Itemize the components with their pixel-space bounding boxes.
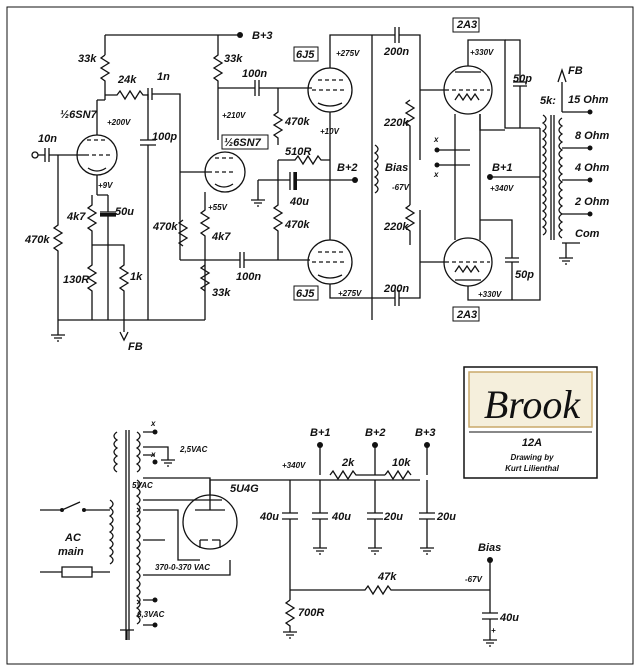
- v4-label: 6J5: [296, 288, 315, 300]
- heater-x2-label: x: [433, 170, 439, 179]
- r2k-label: 2k: [341, 457, 355, 469]
- c100p-label: 100p: [152, 131, 177, 143]
- v63-label: 6,3VAC: [137, 610, 165, 619]
- r220k-b-label: 220k: [383, 221, 409, 233]
- c100n-a-label: 100n: [242, 68, 267, 80]
- c200n-a-label: 200n: [383, 46, 409, 58]
- tap-4-ohm-label: 4 Ohm: [574, 162, 609, 174]
- v1-label: ½6SN7: [60, 109, 98, 121]
- v330-a-label: +330V: [470, 48, 494, 57]
- r220k-a-label: 220k: [383, 117, 409, 129]
- r700-label: 700R: [298, 607, 324, 619]
- v10-label: +10V: [320, 127, 340, 136]
- vm67-amp-label: -67V: [392, 183, 410, 192]
- c40u-a-label: 40u: [289, 196, 309, 208]
- c50u-label: 50u: [115, 206, 134, 218]
- c40u-c-psu-label: 40u: [499, 612, 519, 624]
- r47k-label: 47k: [377, 571, 397, 583]
- rail-b3-label: B+3: [252, 30, 273, 42]
- v5-label: 5VAC: [132, 481, 153, 490]
- r4k7-a-label: 4k7: [66, 211, 86, 223]
- rectifier-label: 5U4G: [230, 483, 259, 495]
- v9-label: +9V: [98, 181, 113, 190]
- credit-line-1: Drawing by: [510, 453, 554, 462]
- amplifier-schematic: B+3 33k 24k 1n 100p ½6SN7 +200V 10n 470k…: [24, 17, 609, 353]
- bias-label-psu: Bias: [478, 542, 501, 554]
- vm67-psu-label: -67V: [465, 575, 483, 584]
- r510-label: 510R: [285, 146, 311, 158]
- brand-plate: [468, 371, 593, 428]
- ot-ratio-label: 5k:: [540, 95, 556, 107]
- c20u-a-label: 20u: [383, 511, 403, 523]
- v340-amp-label: +340V: [490, 184, 514, 193]
- psu-x1-label: x: [150, 419, 156, 428]
- c100n-b-label: 100n: [236, 271, 261, 283]
- title-block: Brook 12A Drawing by Kurt Lilienthal: [463, 366, 598, 479]
- drawing-border: [6, 6, 634, 665]
- v3-label: 6J5: [296, 49, 315, 61]
- r1k-label: 1k: [130, 271, 143, 283]
- psu-x2-label: x: [150, 450, 156, 459]
- v6-label: 2A3: [456, 309, 477, 321]
- input-jack: [31, 151, 39, 159]
- c40u-a-psu-label: 40u: [259, 511, 279, 523]
- r470k-b-label: 470k: [152, 221, 178, 233]
- tap-2-ohm-label: 2 Ohm: [574, 196, 609, 208]
- r4k7-b-label: 4k7: [211, 231, 231, 243]
- c200n-b-label: 200n: [383, 283, 409, 295]
- model-title: 12A: [522, 437, 542, 449]
- v2-label: ½6SN7: [224, 137, 262, 149]
- v25-label: 2,5VAC: [179, 445, 208, 454]
- tap-com-label: Com: [575, 228, 600, 240]
- c50p-a-label: 50p: [513, 73, 532, 85]
- heater-leads-2a3: [454, 114, 481, 240]
- bias-label-amp: Bias: [385, 162, 408, 174]
- r470k-d-label: 470k: [284, 219, 310, 231]
- rail-b3-label-psu: B+3: [415, 427, 436, 439]
- r470k-in-label: 470k: [24, 234, 50, 246]
- c40u-b-psu-label: 40u: [331, 511, 351, 523]
- plus-sign-label: +: [491, 626, 496, 635]
- power-supply-schematic: x x 2,5VAC 5VAC 370-0-370 VAC 6,3VAC AC …: [40, 419, 519, 647]
- credit-line-2: Kurt Lilienthal: [505, 464, 560, 473]
- v330-b-label: +330V: [478, 290, 502, 299]
- v275-b-label: +275V: [338, 289, 362, 298]
- rail-b1-label-psu: B+1: [310, 427, 331, 439]
- r10k-label: 10k: [392, 457, 411, 469]
- v210-label: +210V: [222, 111, 246, 120]
- r33k-b-label: 33k: [224, 53, 243, 65]
- v55-label: +55V: [208, 203, 228, 212]
- c50p-b-label: 50p: [515, 269, 534, 281]
- tap-15-ohm-label: 15 Ohm: [568, 94, 609, 106]
- heater-x1-label: x: [433, 135, 439, 144]
- rail-b1-label-amp: B+1: [492, 162, 513, 174]
- r24k-label: 24k: [117, 74, 137, 86]
- v275-a-label: +275V: [336, 49, 360, 58]
- tap-8-ohm-label: 8 Ohm: [575, 130, 609, 142]
- c10n-label: 10n: [38, 133, 57, 145]
- rail-b2-label-psu: B+2: [365, 427, 386, 439]
- r130-label: 130R: [63, 274, 89, 286]
- mains-label: main: [58, 546, 84, 558]
- r33k-a-label: 33k: [78, 53, 97, 65]
- rail-b2-label-amp: B+2: [337, 162, 358, 174]
- fb-label-bottom: FB: [128, 341, 143, 353]
- c1n-label: 1n: [157, 71, 170, 83]
- v340-psu-label: +340V: [282, 461, 306, 470]
- r33k-c-label: 33k: [212, 287, 231, 299]
- fb-label-top: FB: [568, 65, 583, 77]
- ac-label: AC: [64, 532, 82, 544]
- r470k-c-label: 470k: [284, 116, 310, 128]
- v5-label: 2A3: [456, 19, 477, 31]
- v200-label: +200V: [107, 118, 131, 127]
- c20u-b-label: 20u: [436, 511, 456, 523]
- brand-logo: Brook: [484, 382, 582, 427]
- hv-label: 370-0-370 VAC: [155, 563, 210, 572]
